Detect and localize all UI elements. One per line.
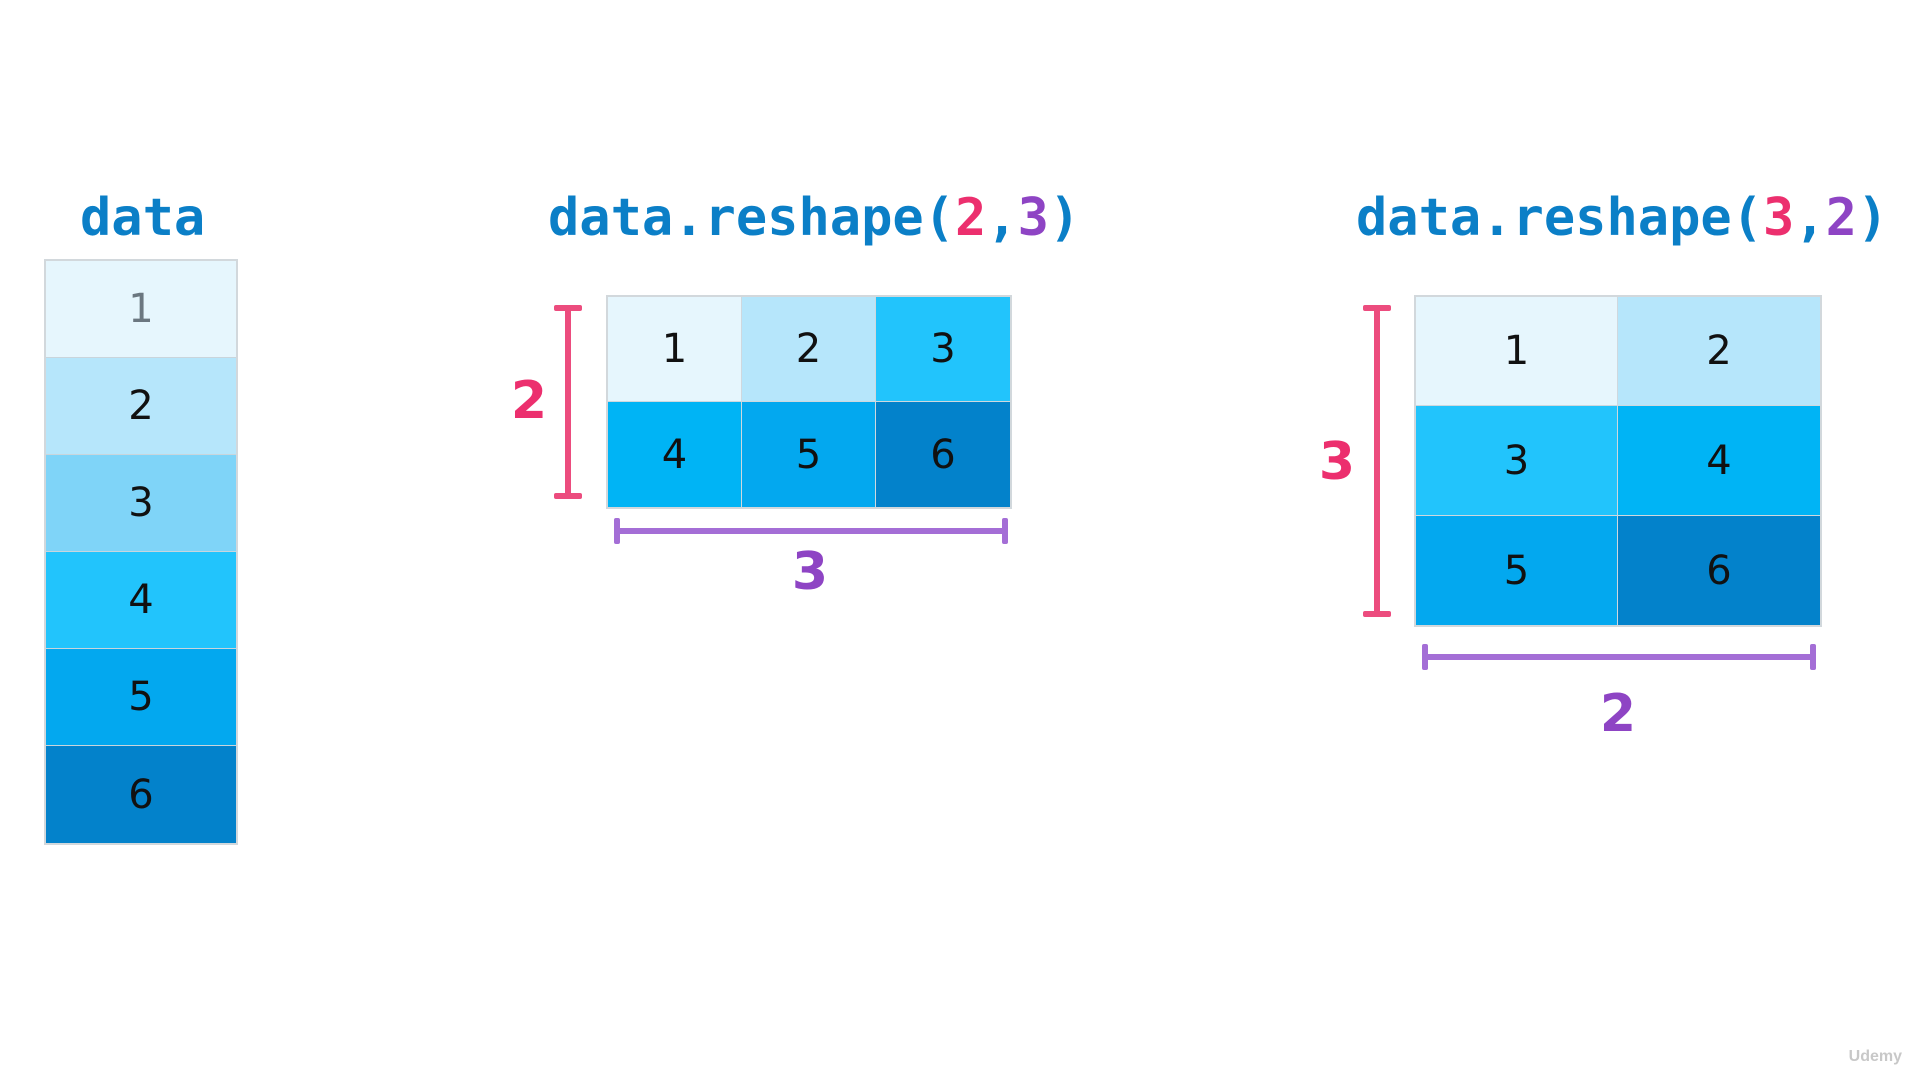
reshape-3x2-cell-r2c1: 3 [1416, 406, 1618, 516]
reshape-3x2-cols-arg: 2 [1825, 188, 1857, 248]
reshape-3x2-cell-r3c2: 6 [1618, 516, 1820, 625]
data-cell-4: 4 [46, 552, 236, 649]
reshape-3x2-cols-label: 2 [1599, 684, 1637, 744]
reshape-3x2-grid: 1 2 3 4 5 6 [1414, 295, 1822, 627]
udemy-watermark-logo: Udemy [1848, 1048, 1902, 1065]
data-cell-5: 5 [46, 649, 236, 746]
reshape-2x3-cols-bracket [614, 518, 1008, 544]
reshape-3x2-rows-bracket [1363, 305, 1391, 617]
reshape-3x2-comma: , [1794, 188, 1826, 248]
reshape-3x2-rows-label: 3 [1318, 432, 1356, 492]
data-cell-6: 6 [46, 746, 236, 843]
reshape-2x3-title-suffix: ) [1048, 188, 1081, 248]
reshape-2x3-comma: , [986, 188, 1018, 248]
reshape-2x3-title: data.reshape(2,3) [548, 188, 1080, 248]
reshape-3x2-cell-r3c1: 5 [1416, 516, 1618, 625]
reshape-2x3-cell-r2c3: 6 [876, 402, 1010, 507]
reshape-3x2-title-prefix: data.reshape( [1356, 188, 1763, 248]
reshape-3x2-cell-r1c2: 2 [1618, 297, 1820, 406]
reshape-2x3-grid: 1 2 3 4 5 6 [606, 295, 1012, 509]
reshape-2x3-rows-bracket [554, 305, 582, 499]
data-array-column: 1 2 3 4 5 6 [44, 259, 238, 845]
reshape-2x3-rows-label: 2 [510, 371, 548, 431]
data-cell-1: 1 [46, 261, 236, 358]
reshape-3x2-title: data.reshape(3,2) [1356, 188, 1888, 248]
reshape-3x2-title-suffix: ) [1856, 188, 1889, 248]
reshape-2x3-cell-r1c1: 1 [608, 297, 742, 402]
reshape-2x3-cell-r1c3: 3 [876, 297, 1010, 402]
reshape-2x3-cell-r2c1: 4 [608, 402, 742, 507]
reshape-2x3-title-prefix: data.reshape( [548, 188, 955, 248]
reshape-3x2-rows-arg: 3 [1763, 188, 1795, 248]
reshape-3x2-cols-bracket [1422, 644, 1816, 670]
reshape-2x3-cell-r2c2: 5 [742, 402, 876, 507]
data-title: data [80, 188, 206, 248]
data-cell-3: 3 [46, 455, 236, 552]
reshape-3x2-cell-r2c2: 4 [1618, 406, 1820, 516]
reshape-3x2-cell-r1c1: 1 [1416, 297, 1618, 406]
data-cell-2: 2 [46, 358, 236, 455]
reshape-2x3-cell-r1c2: 2 [742, 297, 876, 402]
reshape-2x3-cols-arg: 3 [1017, 188, 1049, 248]
reshape-2x3-rows-arg: 2 [955, 188, 987, 248]
reshape-2x3-cols-label: 3 [791, 542, 829, 602]
